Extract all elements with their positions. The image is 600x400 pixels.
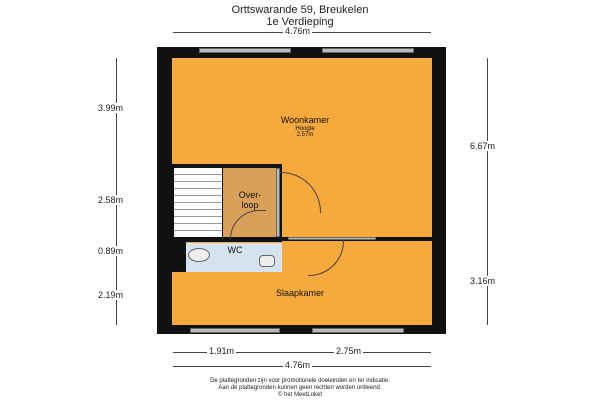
toilet-icon [188,248,210,262]
window [312,328,404,333]
right-dim-2: 3.16m [468,276,498,286]
left-dim-1: 3.99m [96,103,126,113]
door-opening [288,237,376,240]
bottom-parts-line [173,352,431,353]
bottom-total-label: 4.76m [283,360,313,370]
overloop-label-2: loop [241,200,259,210]
right-dimension-line [487,58,488,325]
wc-label: WC [227,245,243,255]
footer-disclaimer-1: De plattegronden zijn voor promotionele … [210,378,390,384]
woonkamer-height-value: 2.57m [296,132,314,138]
left-dimension-line [116,58,117,325]
footer-disclaimer-2: Aan de plattegronden kunnen geen rechten… [218,385,382,391]
woonkamer-height-label: Hoogte [295,126,315,132]
overloop-label-1: Over- [238,190,262,200]
left-dim-2: 2.58m [96,195,126,205]
room-slaapkamer-left [172,272,186,325]
woonkamer-label: Woonkamer [280,115,330,125]
bottom-dim-1: 1.91m [207,346,237,356]
window [190,328,280,333]
left-dim-4: 2.19m [96,290,126,300]
window [322,48,414,53]
floor-title: 1e Verdieping [266,16,334,28]
sink-icon [259,255,275,267]
staircase[interactable] [174,168,222,237]
bottom-dim-2: 2.75m [334,346,364,356]
top-width-label: 4.76m [283,26,313,36]
slaapkamer-label: Slaapkamer [275,288,325,298]
footer-copyright: © het MeetLoket [277,392,323,398]
wc-left-wall [172,240,186,272]
address-title: Orttswarande 59, Breukelen [231,4,369,16]
window [199,48,291,53]
left-dim-3: 0.89m [96,246,126,256]
overloop-doorframe [276,168,280,237]
right-dim-1: 6.67m [468,141,498,151]
